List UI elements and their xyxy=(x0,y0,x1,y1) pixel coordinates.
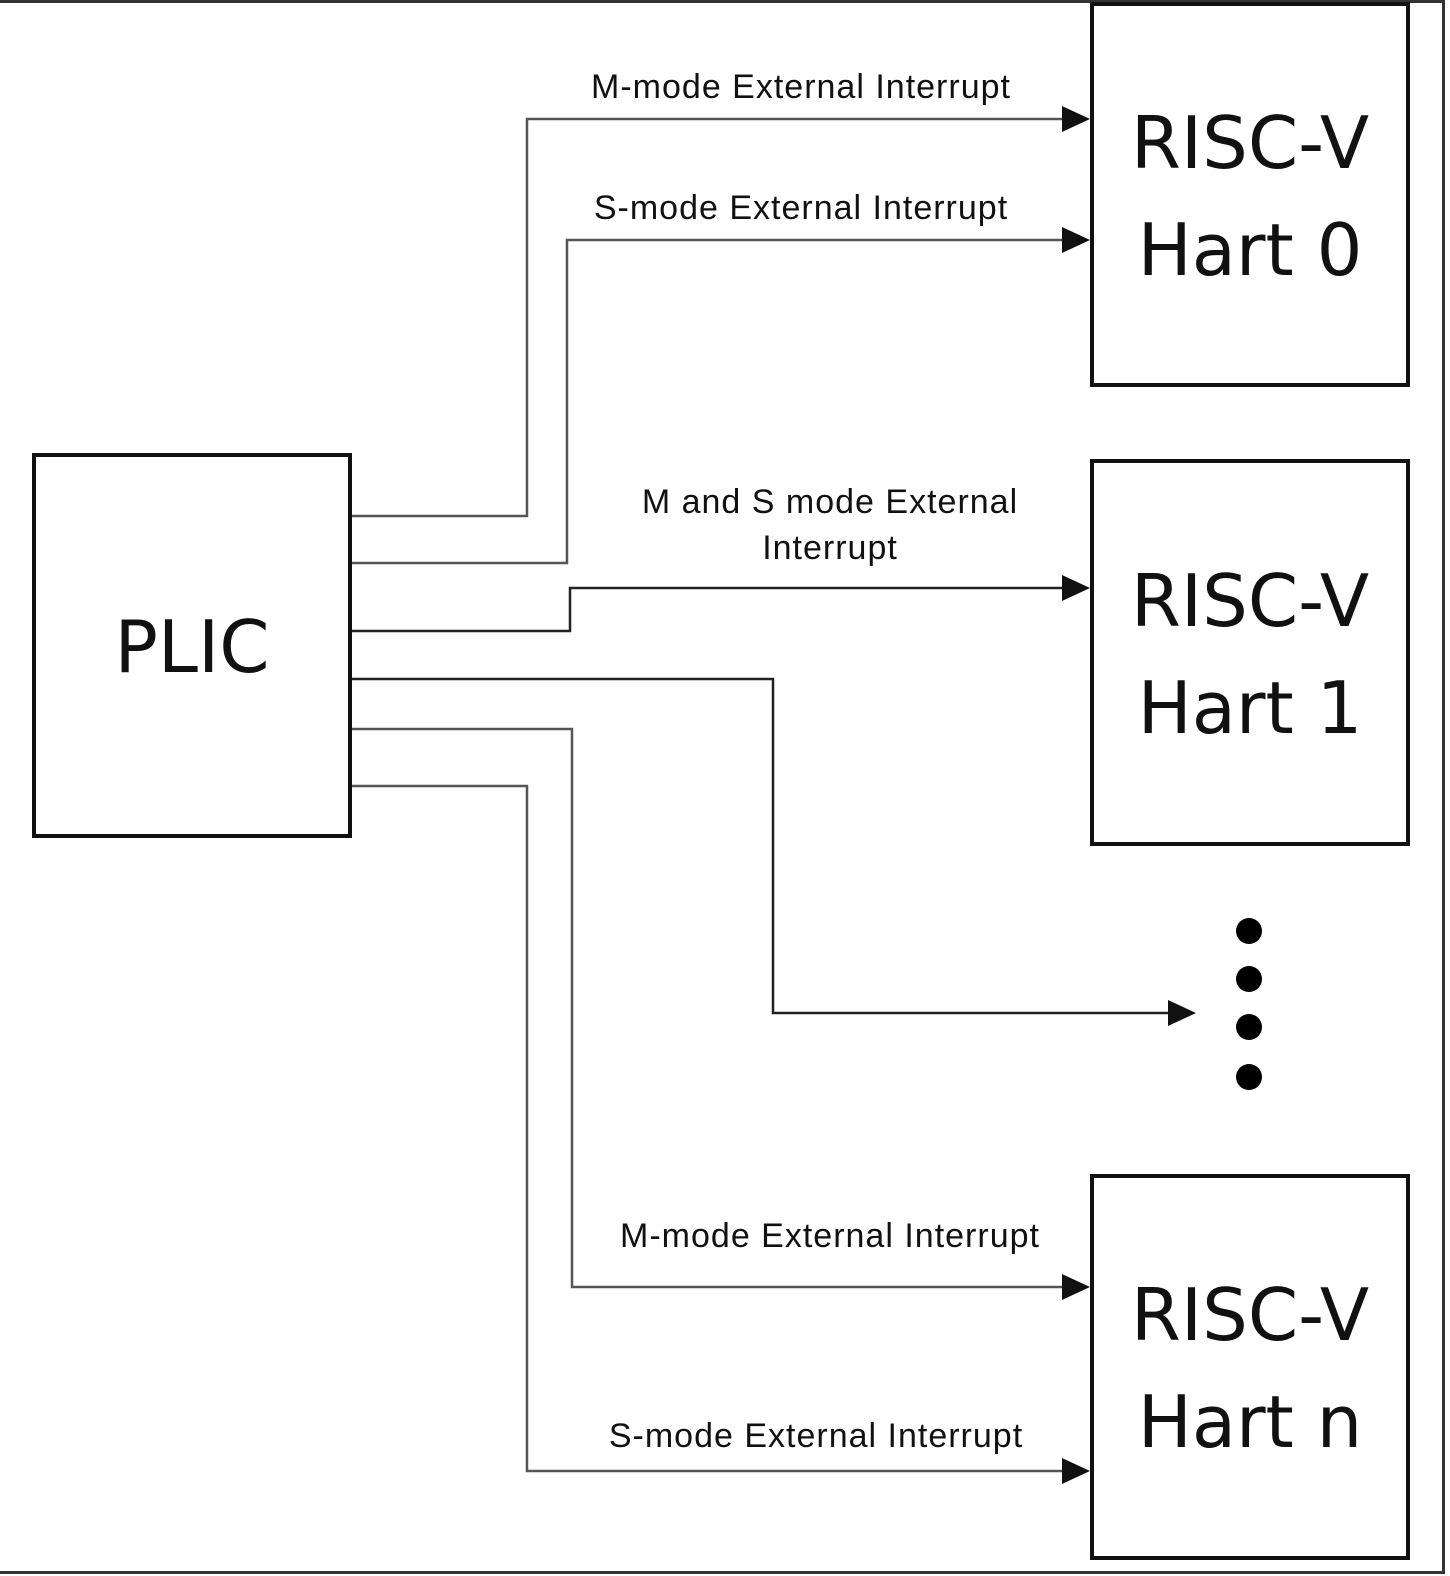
edge-label-ms-mode-hart1-line2: Interrupt xyxy=(762,529,898,567)
arrowhead-icon xyxy=(1168,1000,1196,1026)
hart-1-label-line1: RISC-V xyxy=(1131,559,1369,643)
plic-block xyxy=(32,453,352,838)
edge-label-ms-mode-hart1-line1: M and S mode External xyxy=(642,483,1018,521)
hart-n-label-line2: Hart n xyxy=(1138,1380,1363,1464)
edge-label-s-mode-hartn: S-mode External Interrupt xyxy=(609,1417,1023,1455)
wire-ms-mode-hart1 xyxy=(352,586,1065,633)
wire-m-mode-hartn xyxy=(352,727,1065,1289)
hart-n-block xyxy=(1090,1174,1410,1560)
hart-1-label-line2: Hart 1 xyxy=(1138,666,1363,750)
wire-s-mode-hartn xyxy=(352,784,1065,1473)
arrowhead-icon xyxy=(1062,1458,1090,1484)
edge-label-m-mode-hart0: M-mode External Interrupt xyxy=(591,68,1011,106)
arrowhead-icon xyxy=(1062,575,1090,601)
arrowhead-icon xyxy=(1062,227,1090,253)
wire-to-more-harts xyxy=(352,677,1170,1015)
hart-n-label-line1: RISC-V xyxy=(1131,1273,1369,1357)
plic-label: PLIC xyxy=(114,605,269,689)
wire-m-mode-hart0 xyxy=(352,117,1065,518)
edge-label-s-mode-hart0: S-mode External Interrupt xyxy=(594,189,1008,227)
wire-s-mode-hart0 xyxy=(352,238,1065,565)
edge-label-m-mode-hartn: M-mode External Interrupt xyxy=(620,1217,1040,1255)
ellipsis-dot xyxy=(1236,1014,1262,1040)
hart-0-block xyxy=(1090,2,1410,387)
ellipsis-vertical-dots-icon xyxy=(1236,918,1262,1090)
ellipsis-dot xyxy=(1236,1064,1262,1090)
arrowhead-icon xyxy=(1062,106,1090,132)
hart-0-label-line2: Hart 0 xyxy=(1138,208,1363,292)
ellipsis-dot xyxy=(1236,966,1262,992)
hart-1-block xyxy=(1090,459,1410,846)
ellipsis-dot xyxy=(1236,918,1262,944)
hart-0-label-line1: RISC-V xyxy=(1131,101,1369,185)
arrowhead-icon xyxy=(1062,1274,1090,1300)
